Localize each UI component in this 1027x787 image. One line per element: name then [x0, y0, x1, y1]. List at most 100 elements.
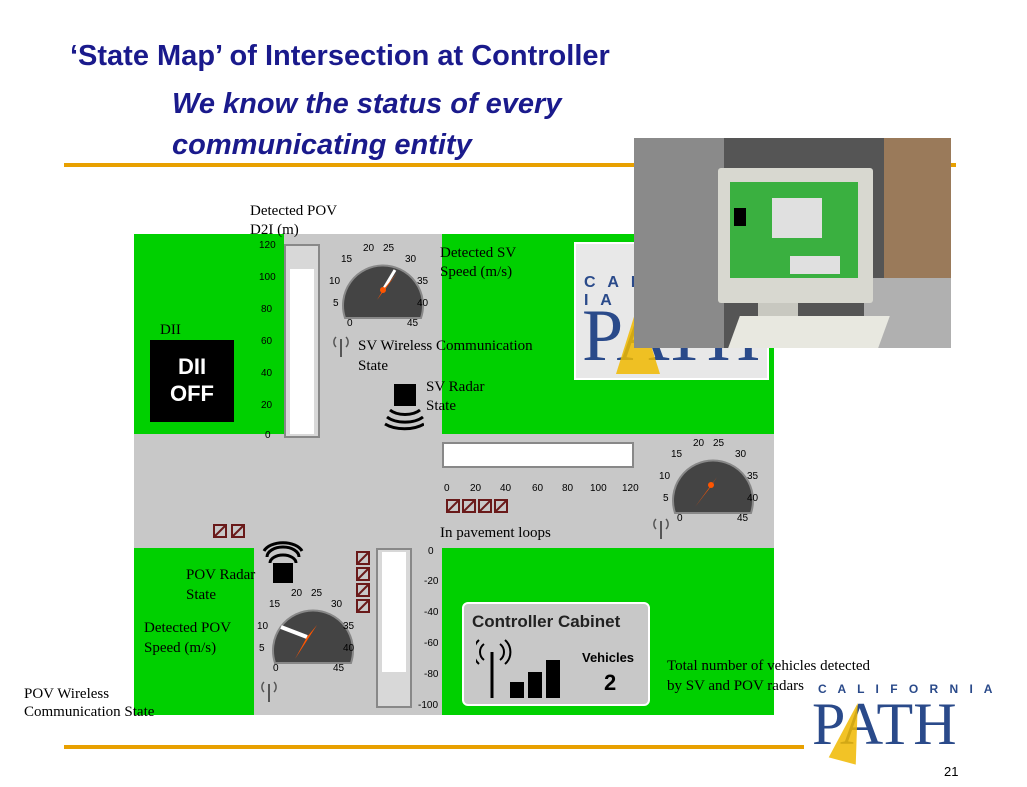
label-sv-wireless-line1: SV Wireless Communication	[358, 338, 533, 354]
sv-htick-60: 60	[532, 483, 544, 494]
pov-gauge-tick-25: 25	[311, 588, 323, 599]
sv-gauge-needle	[377, 273, 397, 300]
label-dii: DII	[160, 322, 181, 338]
loop-gauge-tick-30: 30	[735, 449, 747, 460]
pov-gauge-needle	[295, 625, 317, 659]
label-detected-pov-speed-line2: Speed (m/s)	[144, 640, 217, 656]
label-sv-wireless-line2: State	[358, 358, 388, 374]
label-total-vehicles-line2: by SV and POV radars	[667, 678, 804, 694]
pov-loop-indicators	[356, 551, 370, 613]
pov-gauge-tick-30: 30	[331, 599, 343, 610]
sv-gauge-tick-5: 5	[333, 298, 339, 309]
subtitle-line-1: We know the status of every	[172, 88, 562, 120]
pov-gauge-tick-5: 5	[259, 643, 265, 654]
pov-vtick-0: 0	[428, 546, 434, 557]
cabinet-vehicles-label: Vehicles	[582, 650, 635, 665]
label-total-vehicles-line1: Total number of vehicles detected	[667, 658, 871, 674]
west-loop-indicators	[213, 524, 245, 538]
sv-wireless-icon	[333, 336, 349, 357]
label-detected-sv-speed: Detected SV Speed (m/s)	[440, 244, 516, 282]
label-sv-wireless: SV Wireless Communication State	[358, 336, 533, 376]
label-pov-radar-line2: State	[186, 587, 216, 603]
corner-path-logo: C A L I F O R N I A PATH	[812, 680, 992, 770]
pov-gauge-tick-20: 20	[291, 588, 303, 599]
sv-gauge-tick-35: 35	[417, 276, 429, 287]
loop-speed-gauge: 0 5 10 15 20 25 30 35 40 45	[659, 438, 759, 524]
sv-horizontal-ticks: 0 20 40 60 80 100 120	[444, 483, 644, 497]
label-detected-sv-speed-line2: Speed (m/s)	[440, 264, 513, 280]
d2i-tick-20: 20	[261, 400, 273, 411]
label-total-vehicles: Total number of vehicles detected by SV …	[667, 656, 870, 696]
loop-wireless-icon	[653, 518, 669, 539]
pov-vtick-40: -40	[424, 607, 439, 618]
label-detected-sv-speed-line1: Detected SV	[440, 245, 517, 261]
label-pov-wireless-line1: POV Wireless	[24, 686, 110, 702]
corner-logo-path: PATH	[812, 691, 957, 757]
cabinet-signal-icon	[476, 639, 560, 698]
pov-vertical-ticks: 0 -20 -40 -60 -80 -100	[418, 546, 442, 712]
loop-gauge-tick-10: 10	[659, 471, 671, 482]
label-pov-radar: POV Radar State	[186, 565, 255, 605]
pov-vertical-bar-fill	[382, 552, 406, 673]
sv-radar-icon	[384, 384, 424, 431]
corner-logo-cal: C A L I F O R N I A	[818, 682, 997, 696]
green-block-sw	[134, 548, 254, 715]
loop-gauge-tick-5: 5	[663, 493, 669, 504]
d2i-tick-80: 80	[261, 304, 273, 315]
d2i-tick-120: 120	[259, 240, 276, 251]
pov-radar-icon	[262, 541, 304, 583]
green-block-nw-b	[254, 234, 284, 434]
sv-htick-40: 40	[500, 483, 512, 494]
slide-subtitle: We know the status of every communicatin…	[172, 84, 561, 166]
label-sv-radar: SV Radar State	[426, 378, 484, 416]
label-sv-radar-line2: State	[426, 398, 456, 414]
sv-htick-120: 120	[622, 483, 639, 494]
bottom-rule	[64, 745, 804, 749]
loop-gauge-tick-0: 0	[677, 513, 683, 524]
pov-gauge-tick-40: 40	[343, 643, 355, 654]
dii-status-box: DII OFF	[150, 340, 234, 422]
pov-gauge-tick-10: 10	[257, 621, 269, 632]
pov-vertical-bar	[376, 548, 412, 708]
sv-horizontal-bar	[442, 442, 634, 468]
loop-gauge-tick-40: 40	[747, 493, 759, 504]
label-pov-wireless: POV Wireless Communication State	[24, 685, 154, 721]
top-rule	[64, 163, 956, 167]
d2i-tick-100: 100	[259, 272, 276, 283]
sv-gauge-tick-45: 45	[407, 318, 419, 329]
pov-wireless-icon	[261, 681, 277, 702]
label-pov-wireless-line2: Communication State	[24, 704, 155, 720]
pavement-loop-indicators	[446, 499, 508, 513]
pov-gauge-tick-0: 0	[273, 663, 279, 674]
sv-gauge-tick-15: 15	[341, 254, 353, 265]
label-detected-pov-speed-line1: Detected POV	[144, 620, 232, 636]
controller-cabinet: Controller Cabinet Vehicles 2	[462, 602, 650, 706]
loop-gauge-tick-25: 25	[713, 438, 725, 449]
pov-speed-gauge: 0 5 10 15 20 25 30 35 40 45	[257, 588, 355, 674]
pov-gauge-needle-white	[280, 625, 308, 639]
pov-gauge-tick-45: 45	[333, 663, 345, 674]
cabinet-title: Controller Cabinet	[472, 612, 621, 631]
d2i-tick-60: 60	[261, 336, 273, 347]
pov-vtick-80: -80	[424, 669, 439, 680]
sv-gauge-tick-0: 0	[347, 318, 353, 329]
loop-gauge-tick-35: 35	[747, 471, 759, 482]
dii-status-line1: DII	[177, 354, 207, 379]
sv-gauge-tick-20: 20	[363, 243, 375, 254]
label-detected-pov-d2i-line1: Detected POV	[250, 203, 338, 219]
loop-gauge-tick-15: 15	[671, 449, 683, 460]
loop-gauge-tick-20: 20	[693, 438, 705, 449]
sv-gauge-tick-10: 10	[329, 276, 341, 287]
subtitle-line-2: communicating entity	[172, 129, 472, 161]
d2i-bar-fill	[290, 268, 314, 434]
dii-status-line2: OFF	[170, 381, 214, 406]
cabinet-vehicles-count: 2	[604, 670, 617, 695]
slide-title: ‘State Map’ of Intersection at Controlle…	[70, 40, 610, 72]
loop-gauge-tick-45: 45	[737, 513, 749, 524]
sv-htick-20: 20	[470, 483, 482, 494]
sv-htick-100: 100	[590, 483, 607, 494]
pov-vtick-100: -100	[418, 700, 439, 711]
label-pov-radar-line1: POV Radar	[186, 567, 256, 583]
label-detected-pov-d2i: Detected POV D2I (m)	[250, 202, 337, 240]
pov-vtick-20: -20	[424, 576, 439, 587]
